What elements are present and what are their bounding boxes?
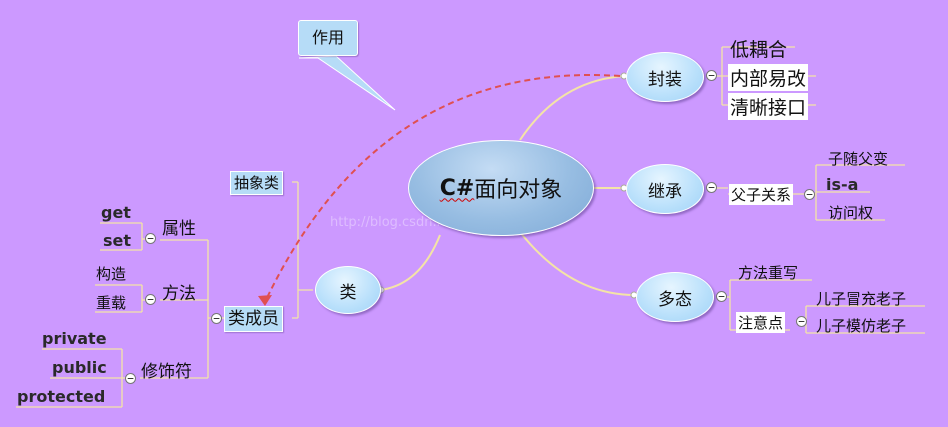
collapse-toggle-fuzi[interactable]: − (804, 189, 815, 200)
callout-pointer (298, 55, 396, 111)
topic-duotai[interactable]: 多态 (636, 272, 714, 322)
callout-text: 作用 (311, 28, 344, 47)
node-fangfa-chongxie[interactable]: 方法重写 (738, 264, 799, 282)
leaf-set[interactable]: set (103, 231, 132, 250)
leaf-duotai-1[interactable]: 儿子冒充老子 (816, 290, 907, 308)
leaf-private[interactable]: private (42, 329, 107, 348)
leaf-duotai-2[interactable]: 儿子模仿老子 (816, 317, 907, 335)
callout-box: 作用 (298, 20, 358, 56)
leaf-chongzai[interactable]: 重载 (96, 294, 127, 312)
node-lei-chengyuan[interactable]: 类成员 (224, 306, 283, 332)
leaf-gouzao[interactable]: 构造 (96, 265, 127, 283)
central-topic-prefix: C# (439, 175, 475, 201)
node-shuxing[interactable]: 属性 (162, 219, 196, 239)
collapse-toggle-fengzhuang[interactable]: − (706, 70, 717, 81)
node-fangfa[interactable]: 方法 (162, 284, 196, 304)
central-topic[interactable]: C#面向对象 (408, 140, 594, 236)
node-xiushifu[interactable]: 修饰符 (141, 362, 192, 382)
topic-fengzhuang[interactable]: 封装 (626, 52, 704, 102)
collapse-toggle-zhuyidian[interactable]: − (796, 316, 807, 327)
leaf-public[interactable]: public (52, 358, 107, 377)
leaf-jicheng-1[interactable]: 子随父变 (828, 150, 889, 168)
topic-lei[interactable]: 类 (315, 266, 381, 314)
collapse-toggle-fangfa[interactable]: − (145, 294, 156, 305)
collapse-toggle-lei-chengyuan[interactable]: − (211, 313, 222, 324)
node-zhuyidian[interactable]: 注意点 (736, 312, 786, 333)
leaf-jicheng-3[interactable]: 访问权 (828, 204, 874, 222)
central-topic-text: 面向对象 (474, 178, 563, 203)
leaf-get[interactable]: get (101, 203, 131, 222)
node-fuzi-guanxi[interactable]: 父子关系 (729, 184, 794, 205)
topic-jicheng[interactable]: 继承 (626, 164, 704, 214)
node-chouxianglei[interactable]: 抽象类 (230, 171, 284, 195)
dashed-arrow (264, 74, 621, 303)
collapse-toggle-xiushifu[interactable]: − (125, 373, 136, 384)
leaf-protected[interactable]: protected (17, 387, 106, 406)
collapse-toggle-shuxing[interactable]: − (145, 233, 156, 244)
leaf-fengzhuang-1[interactable]: 低耦合 (730, 39, 788, 61)
collapse-toggle-jicheng[interactable]: − (706, 182, 717, 193)
leaf-jicheng-2[interactable]: is-a (826, 175, 859, 194)
leaf-fengzhuang-2[interactable]: 内部易改 (728, 64, 809, 91)
collapse-toggle-duotai[interactable]: − (716, 291, 727, 302)
leaf-fengzhuang-3[interactable]: 清晰接口 (728, 93, 809, 120)
